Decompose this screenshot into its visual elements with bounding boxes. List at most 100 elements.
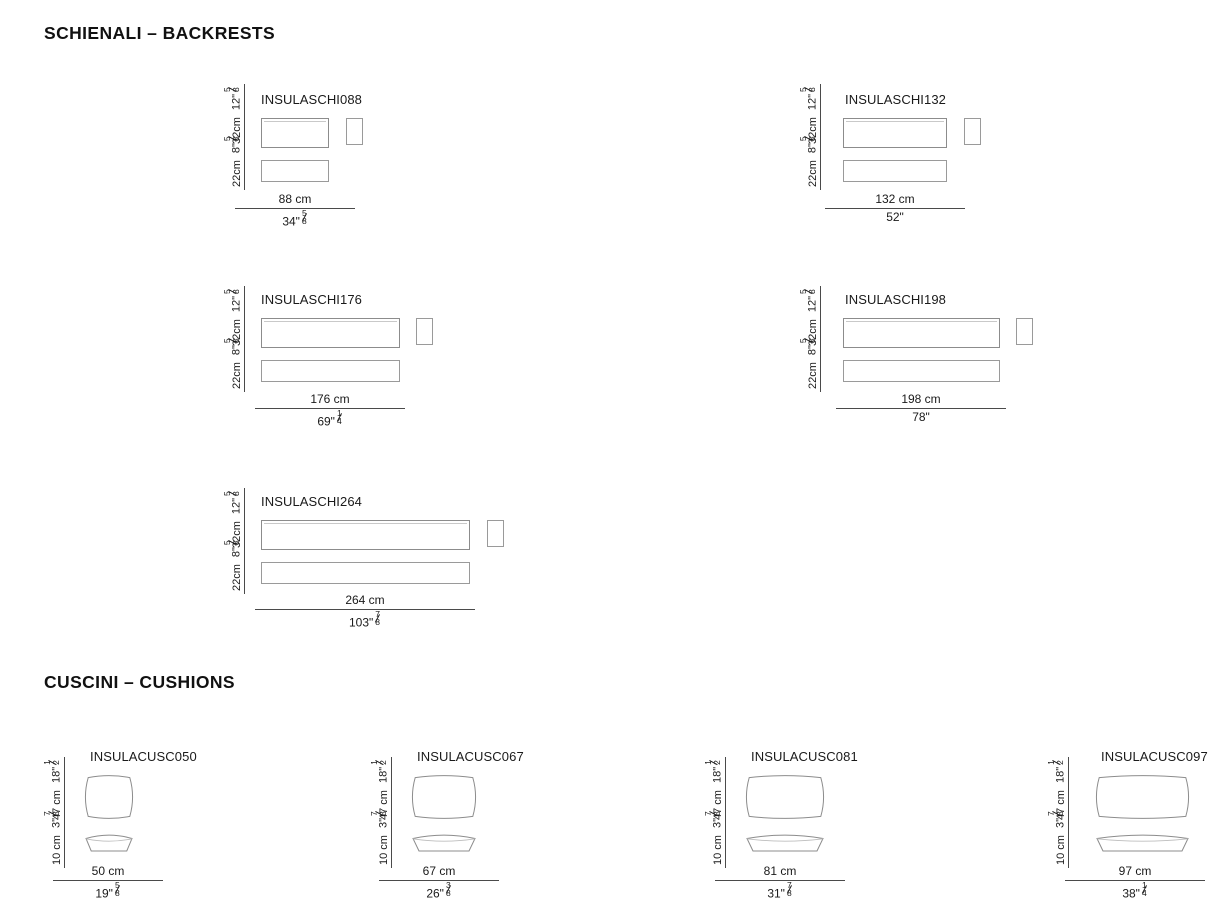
- width-cm: 176 cm: [255, 392, 405, 409]
- backrest-bottom-view: [261, 160, 329, 182]
- backrest-front-view: [261, 118, 329, 148]
- backrest-bottom-view: [843, 360, 1000, 382]
- cushion-side-view: [412, 834, 476, 852]
- backrest-side-view: [1016, 318, 1033, 345]
- width-inch: 52": [886, 209, 904, 224]
- width-cm: 264 cm: [255, 593, 475, 610]
- width-cm: 198 cm: [836, 392, 1006, 409]
- product-code: INSULASCHI088: [261, 92, 363, 107]
- backrest-front-view: [843, 118, 947, 148]
- product-code: INSULACUSC081: [751, 749, 858, 764]
- cushion-front-view: [745, 775, 825, 819]
- product-code: INSULASCHI132: [845, 92, 947, 107]
- height-cm: 22cm: [231, 359, 245, 392]
- width-cm: 132 cm: [825, 192, 965, 209]
- width-cm: 50 cm: [53, 864, 163, 881]
- height-cm: 10 cm: [51, 832, 65, 868]
- height-cm: 22cm: [807, 359, 821, 392]
- width-cm: 67 cm: [379, 864, 499, 881]
- cushion-front-view: [84, 775, 134, 819]
- cushion-front-view: [411, 775, 477, 819]
- backrest-front-view: [261, 520, 470, 550]
- box-ridge-line: [846, 121, 944, 122]
- box-ridge-line: [264, 121, 326, 122]
- height-cm: 22cm: [231, 561, 245, 594]
- height-cm: 10 cm: [1055, 832, 1069, 868]
- cushion-front-view: [1095, 775, 1190, 819]
- height-cm: 10 cm: [378, 832, 392, 868]
- backrest-front-view: [843, 318, 1000, 348]
- box-ridge-line: [846, 321, 997, 322]
- backrest-side-view: [346, 118, 363, 145]
- height-cm: 22cm: [231, 157, 245, 190]
- section-title-cushions: CUSCINI – CUSHIONS: [44, 672, 235, 692]
- cushion-side-view: [1096, 834, 1189, 852]
- width-cm: 81 cm: [715, 864, 845, 881]
- width-cm: 88 cm: [235, 192, 355, 209]
- backrest-bottom-view: [843, 160, 947, 182]
- product-code: INSULASCHI176: [261, 292, 363, 307]
- cushion-side-view: [746, 834, 824, 852]
- backrest-bottom-view: [261, 360, 400, 382]
- box-ridge-line: [264, 523, 467, 524]
- backrest-front-view: [261, 318, 400, 348]
- section-title-backrests: SCHIENALI – BACKRESTS: [44, 23, 276, 43]
- box-ridge-line: [264, 321, 397, 322]
- height-cm: 10 cm: [712, 832, 726, 868]
- width-inch: 78": [912, 409, 930, 424]
- cushion-side-view: [85, 834, 133, 852]
